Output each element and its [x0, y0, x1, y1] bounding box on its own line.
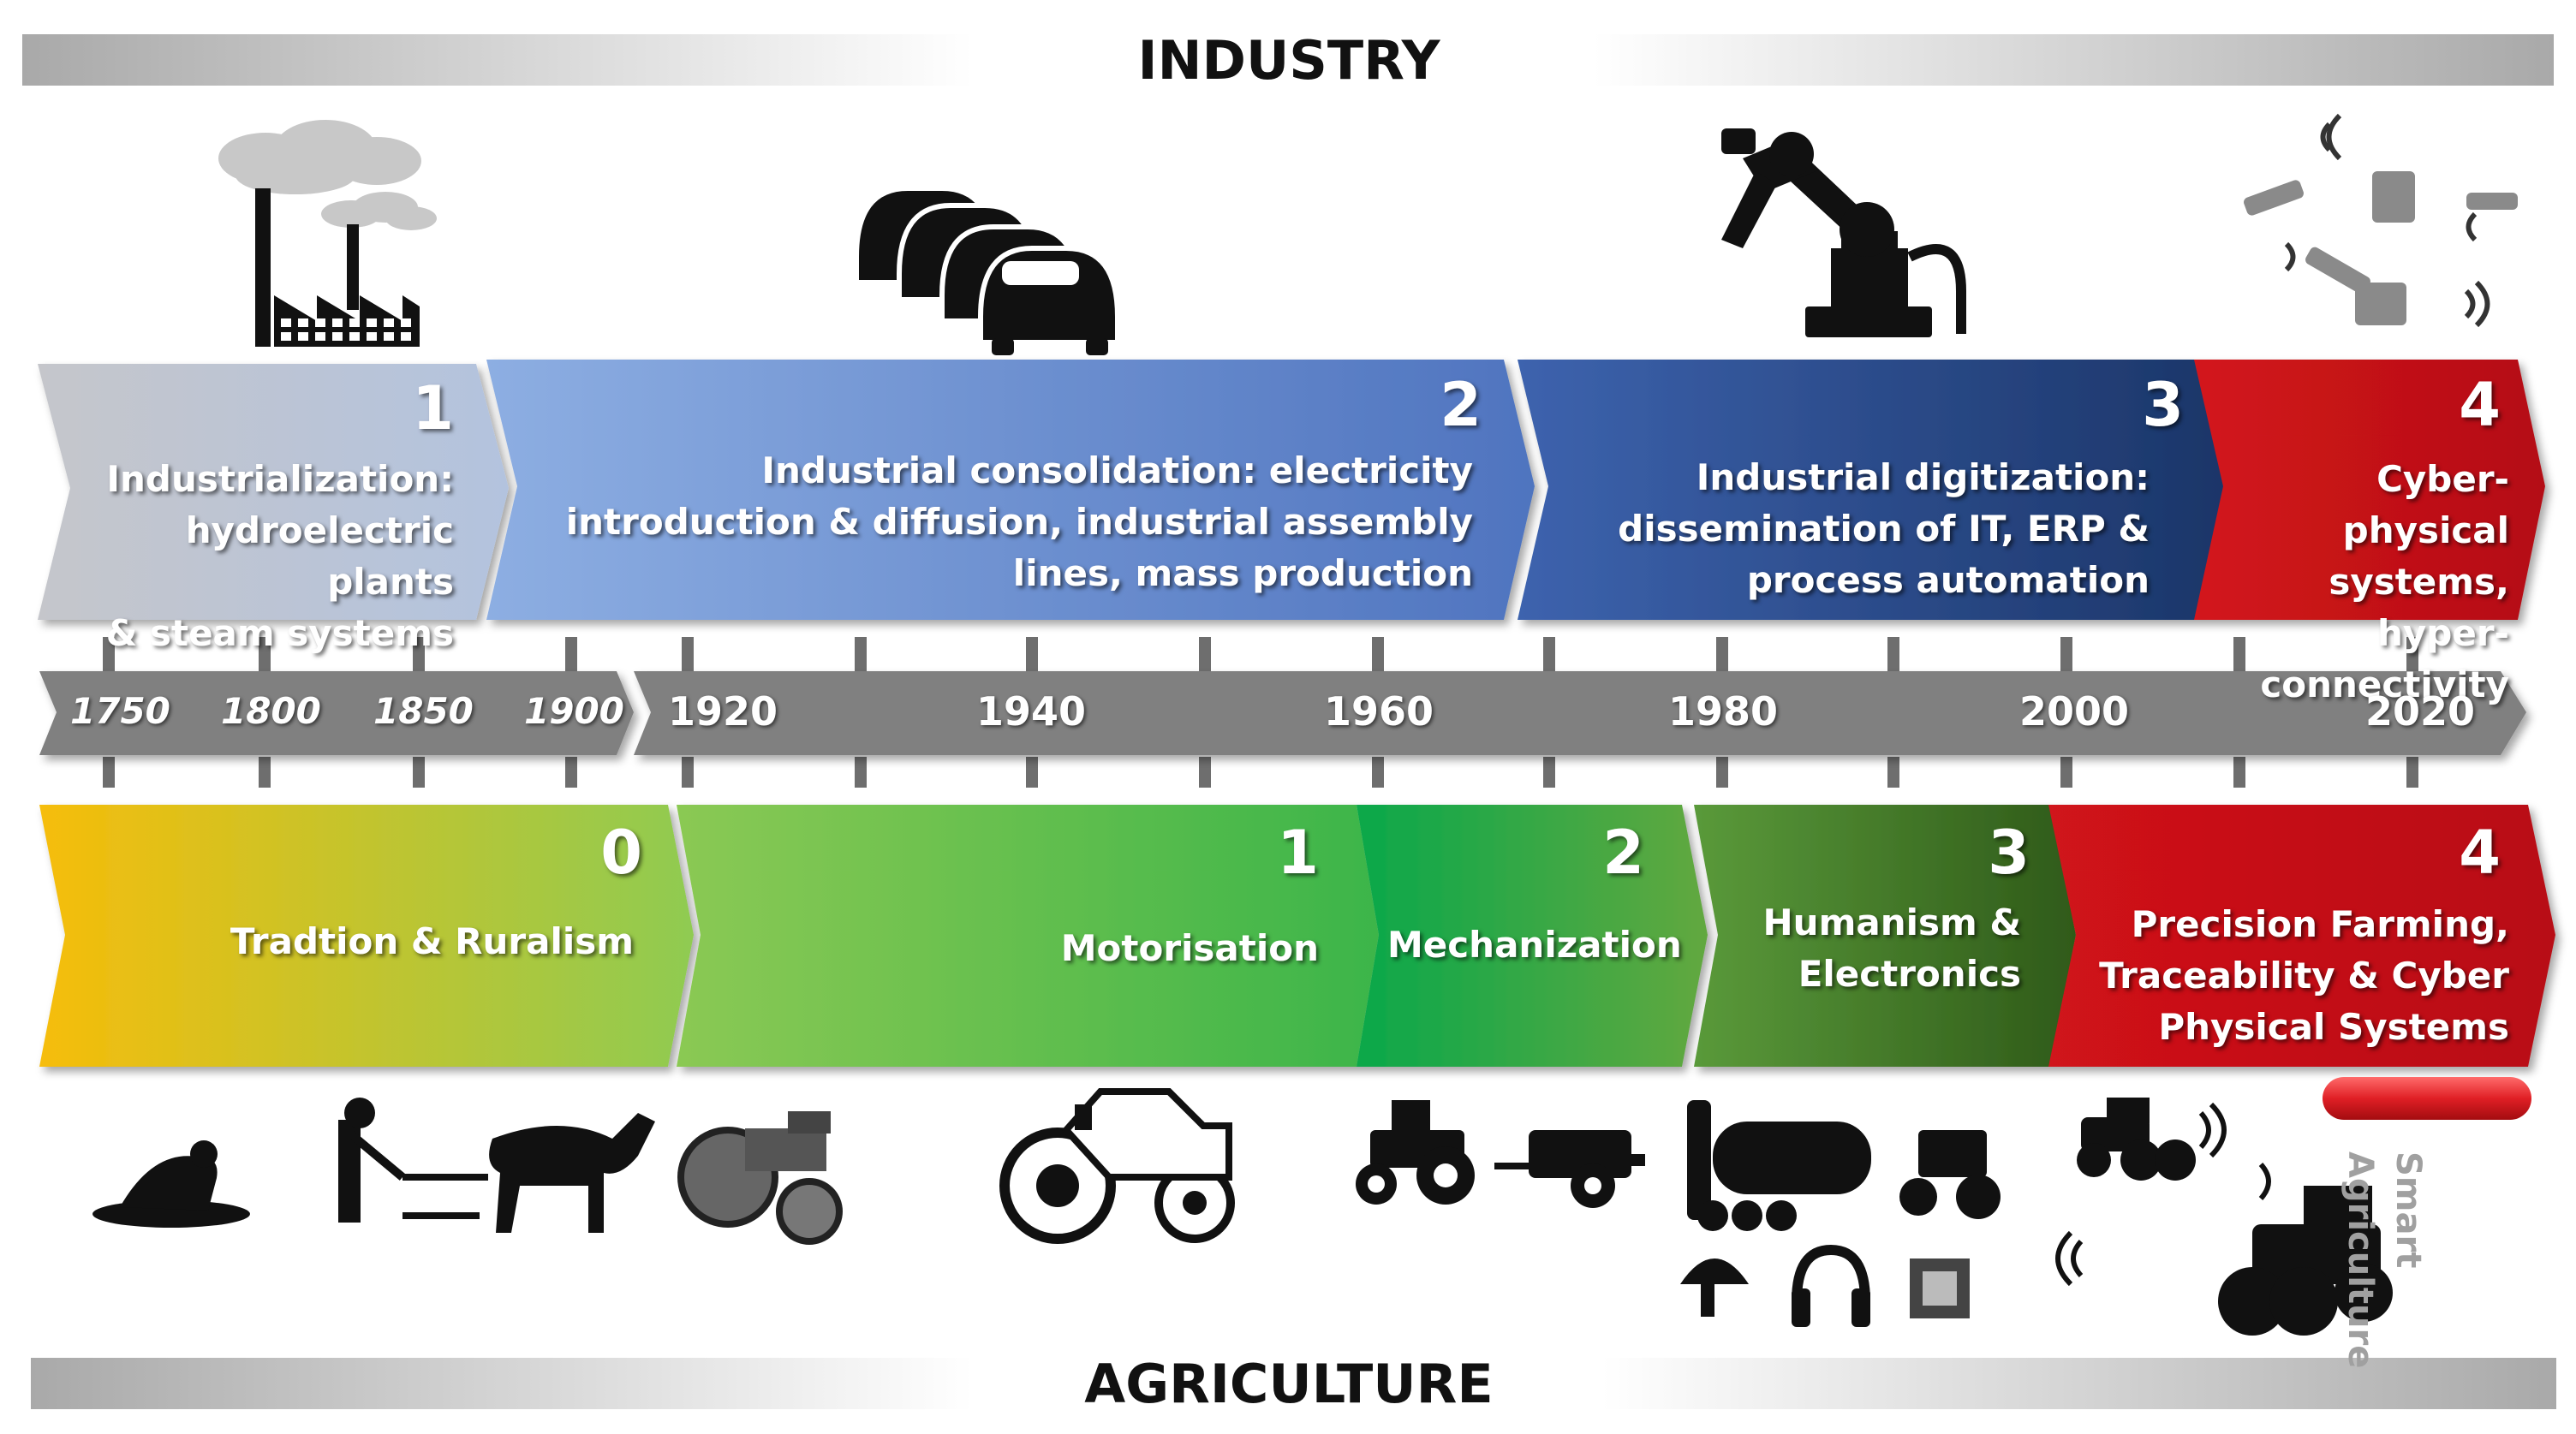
- connected-robots-icon: [2244, 113, 2518, 328]
- agri-stage-3-number: 3: [1988, 818, 2030, 888]
- agri-stage-3-chevron: [1694, 805, 2076, 1067]
- agri-stage-0-number: 0: [600, 818, 642, 888]
- agri-stage-0-chevron: [39, 805, 694, 1067]
- timeline-arrow-modern: [634, 671, 2526, 755]
- industry-stage-4-number: 4: [2459, 370, 2501, 440]
- industry-stage-3-text: Industrial digitization:dissemination of…: [1618, 456, 2150, 601]
- industry-stage-1-chevron: [38, 364, 509, 620]
- agriculture-title: AGRICULTURE: [1084, 1353, 1494, 1415]
- industry-stage-2-chevron: [486, 360, 1535, 620]
- year-1800: 1800: [221, 690, 321, 732]
- industry-stage-2-number: 2: [1440, 370, 1482, 440]
- agri-stage-4-number: 4: [2459, 818, 2501, 888]
- agri-stage-2-chevron: [1357, 805, 1708, 1067]
- year-1750: 1750: [70, 690, 170, 732]
- industry-stage-3-number: 3: [2142, 370, 2184, 440]
- year-1960: 1960: [1324, 688, 1434, 735]
- agri-stage-4-chevron: [2048, 805, 2555, 1067]
- robot-arm-icon: [1721, 128, 1966, 337]
- year-1980: 1980: [1668, 688, 1779, 735]
- farmer-and-horse-plough-icon: [92, 1098, 655, 1233]
- year-1900: 1900: [524, 690, 624, 732]
- agri-stage-1-text: Motorisation: [1060, 927, 1319, 969]
- year-1940: 1940: [976, 688, 1087, 735]
- industry-title: INDUSTRY: [1137, 29, 1440, 92]
- agri-stage-2-number: 2: [1602, 818, 1644, 888]
- agri-stage-0-text: Tradtion & Ruralism: [230, 920, 634, 962]
- tanker-helmet-headphones-chip-icon: [1680, 1100, 2001, 1327]
- agriculture-header-bars: [31, 1358, 2556, 1409]
- factory-icon: [218, 120, 437, 347]
- industry-stage-3-chevron: [1518, 360, 2230, 620]
- year-1850: 1850: [373, 690, 474, 732]
- timeline-ticks: [103, 637, 2418, 788]
- tractor-with-baler-icon: [1356, 1100, 1645, 1208]
- smart-tractors-icon: [2055, 1098, 2393, 1336]
- industry-header-bars: [22, 34, 2554, 86]
- smart-agriculture-label: Smart Agriculture: [2340, 1151, 2428, 1369]
- agri-stage-1-number: 1: [1277, 818, 1319, 888]
- industry-stage-1-text: Industrialization:hydroelectric plants& …: [105, 458, 454, 654]
- agri-stage-3-text: Humanism &Electronics: [1762, 901, 2021, 995]
- timeline-arrow-early: [39, 671, 634, 755]
- industry-stage-4-chevron: [2194, 360, 2545, 620]
- year-2020: 2020: [2365, 688, 2476, 735]
- cars-icon: [854, 186, 1120, 355]
- agri-stage-1-chevron: [677, 805, 1379, 1067]
- agri-stage-2-text: Mechanization: [1387, 924, 1682, 966]
- vintage-tractor-icon: [677, 1088, 1235, 1245]
- smart-agriculture-pill: [2323, 1077, 2531, 1120]
- year-1920: 1920: [668, 688, 778, 735]
- year-2000: 2000: [2019, 688, 2130, 735]
- industry-stage-1-number: 1: [412, 373, 454, 443]
